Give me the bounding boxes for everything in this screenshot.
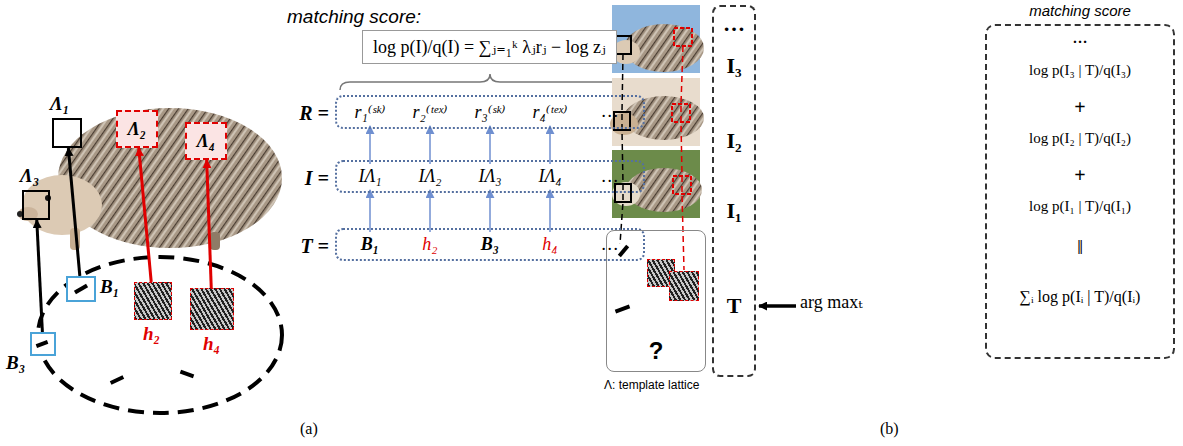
node-text: I = [305,167,329,190]
node-text: I₁ [714,198,754,224]
score-sum-box: matching score…log p(I₃ | T)/q(I₃)+log p… [985,24,1175,359]
node-text: r₄⁽ᵗᵉˣ⁾ [525,101,575,123]
node-text: IΛ₁ [345,166,395,187]
texture-patch [669,271,699,301]
node-text: log p(I)/q(I) = ∑ⱼ₌₁ᵏ λⱼrⱼ − log zⱼ [373,36,606,58]
label-text: arg maxₜ [800,291,863,313]
illustration-part [340,74,640,90]
illustration-part [58,108,282,248]
row-arrow [369,190,371,232]
node-text: + [987,164,1173,187]
illustration-part [620,54,623,244]
node-text: T [714,293,754,319]
node-text: log p(I₁ | T)/q(I₁) [987,198,1173,215]
node-text: h₄ [203,333,220,355]
sketch-stroke [618,245,629,258]
node-text: I₂ [714,128,754,154]
node-text: … [585,166,635,187]
node-text: … [585,234,635,255]
argmax-arrow [759,304,796,308]
row-arrow [549,126,551,164]
row-arrow [369,126,371,164]
node-text: ‖ [987,234,1173,260]
row-arrow [489,190,491,232]
node-text: B₁ [100,276,119,298]
label-text: (b) [880,420,899,438]
label-text: matching score: [287,6,421,28]
row-arrow [489,126,491,164]
texture-window: Λ₄ [185,122,227,160]
node-text: … [987,30,1173,47]
node-text: + [987,96,1173,119]
node-text: Λ₄ [197,131,215,152]
row-arrow [549,190,551,232]
texture-window: Λ₂ [116,110,158,148]
node-text: log p(I₃ | T)/q(I₃) [987,62,1173,79]
node-text: … [714,11,754,37]
node-text: IΛ₄ [525,166,575,187]
sketch-stroke [74,284,88,294]
node-text: h₄ [525,234,575,255]
part-window: Λ₁ [52,118,82,148]
node-text: r₃⁽ˢᵏ⁾ [465,101,515,123]
node-text: r₁⁽ˢᵏ⁾ [345,101,395,123]
texture-patch: h₂ [134,282,172,320]
illustration-part [615,36,631,54]
node-text: ? [607,337,705,365]
node-text: … [585,101,635,123]
node-text: B₁ [345,234,395,255]
connector-arrow [207,160,212,288]
illustration-part [38,257,282,413]
node-text: B₃ [465,234,515,255]
node-text: h₂ [143,323,160,345]
image-row: I =IΛ₁IΛ₂IΛ₃IΛ₄… [335,160,645,193]
illustration-part [681,46,684,270]
connector-arrow [37,220,43,332]
node-text: B₃ [6,352,25,374]
image-column: … I₃ I₂ I₁ T [712,5,756,377]
illustration-part [110,375,124,385]
node-text: IΛ₃ [465,166,515,187]
node-text: r₂⁽ᵗᵉˣ⁾ [405,101,455,123]
row-arrow [429,190,431,232]
texture-patch: h₄ [190,288,234,330]
part-window: Λ₃ [22,190,50,220]
label-text: Λ: template lattice [604,378,699,392]
node-text: ∑ᵢ log p(Iᵢ | T)/q(Iᵢ) [987,288,1173,306]
formula-box: log p(I)/q(I) = ∑ⱼ₌₁ᵏ λⱼrⱼ − log zⱼ [362,30,617,64]
node-text: Λ₁ [50,93,69,115]
node-text: Λ₃ [20,165,39,187]
template-row: T =B₁h₂B₃h₄… [335,228,645,261]
label-text: (a) [300,420,318,438]
illustration-part [45,195,51,201]
response-row: R =r₁⁽ˢᵏ⁾r₂⁽ᵗᵉˣ⁾r₃⁽ˢᵏ⁾r₄⁽ᵗᵉˣ⁾… [335,95,645,129]
illustration-part [624,96,704,140]
node-text: I₃ [714,53,754,79]
node-text: IΛ₂ [405,166,455,187]
node-text: matching score [987,2,1173,19]
illustration-part [180,370,195,379]
illustration-part [674,28,692,46]
template-lattice: ? [606,230,706,372]
connector-arrow [68,148,79,276]
node-text: T = [300,235,329,258]
node-text: Λ₂ [128,119,146,140]
node-text: log p(I₂ | T)/q(I₂) [987,130,1173,147]
sketch-stroke [36,340,49,348]
sketch-basis: B₁ [66,276,96,302]
connector-arrow [139,148,151,282]
illustration-part [210,232,220,250]
row-arrow [429,126,431,164]
node-text: R = [299,102,329,125]
sketch-basis: B₃ [30,332,56,356]
node-text: h₂ [405,234,455,255]
sketch-stroke [615,305,630,314]
